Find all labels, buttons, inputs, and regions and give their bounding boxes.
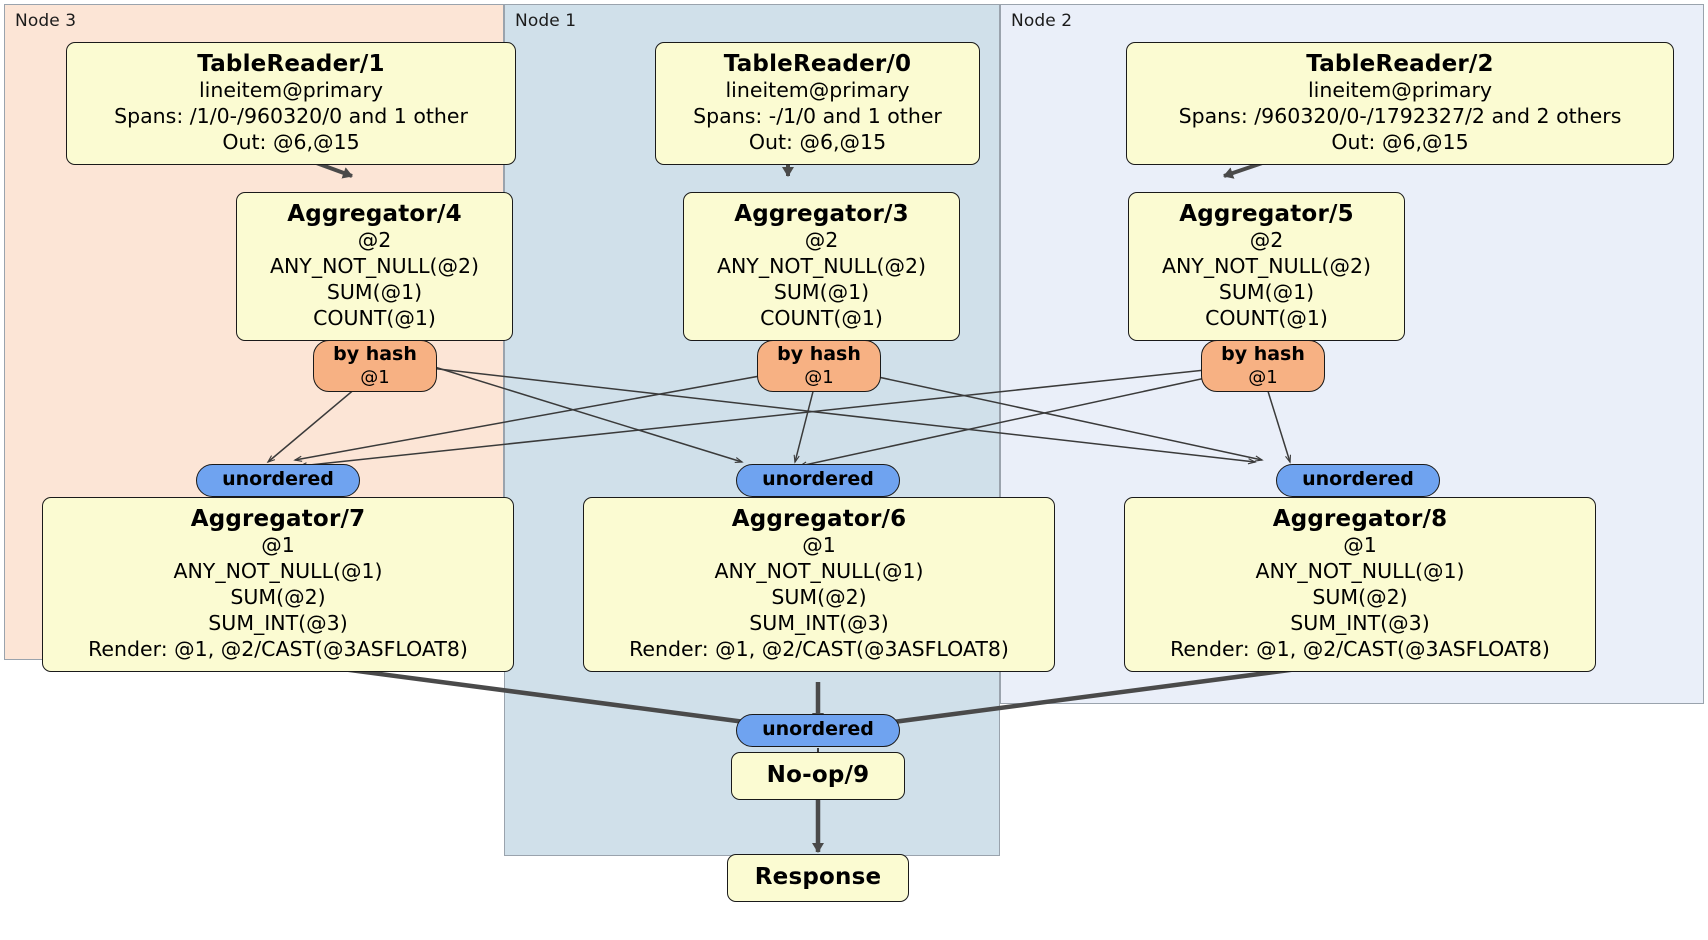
synchronizer-unordered-left[interactable]: unordered: [196, 464, 360, 497]
router-label: by hash: [1221, 343, 1305, 365]
synchronizer-label: unordered: [762, 468, 874, 490]
router-label: by hash: [333, 343, 417, 365]
processor-out: Out: @6,@15: [222, 129, 360, 154]
processor-agg-3: SUM_INT(@3): [1290, 610, 1430, 635]
processor-title: Aggregator/3: [734, 201, 909, 227]
processor-title: Aggregator/4: [287, 201, 462, 227]
processor-out: Out: @6,@15: [748, 129, 887, 154]
processor-title: TableReader/2: [1306, 51, 1494, 77]
processor-render: Render: @1, @2/CAST(@3ASFLOAT8): [629, 636, 1009, 661]
processor-response[interactable]: Response: [727, 854, 909, 902]
processor-title: TableReader/0: [723, 51, 912, 77]
synchronizer-label: unordered: [1302, 468, 1414, 490]
processor-group-key: @2: [1249, 228, 1284, 253]
router-column: @1: [1248, 366, 1278, 388]
processor-title: Aggregator/7: [190, 506, 366, 532]
processor-agg-1: ANY_NOT_NULL(@1): [1255, 558, 1465, 583]
processor-agg-1: ANY_NOT_NULL(@1): [173, 558, 383, 583]
processor-spans: Spans: -/1/0 and 1 other: [693, 103, 942, 128]
hash-router-middle[interactable]: by hash @1: [757, 340, 881, 393]
processor-title: Aggregator/5: [1179, 201, 1354, 227]
processor-render: Render: @1, @2/CAST(@3ASFLOAT8): [1170, 636, 1550, 661]
processor-agg-2: SUM(@2): [1312, 584, 1408, 609]
processor-group-key: @2: [804, 228, 839, 253]
synchronizer-label: unordered: [222, 468, 334, 490]
processor-agg-3: SUM_INT(@3): [208, 610, 348, 635]
router-column: @1: [804, 366, 834, 388]
hash-router-left[interactable]: by hash @1: [313, 340, 437, 393]
processor-table: lineitem@primary: [725, 78, 910, 103]
processor-agg-2: SUM(@2): [230, 584, 326, 609]
processor-group-key: @1: [802, 533, 836, 558]
processor-title: Response: [754, 864, 882, 891]
processor-agg-2: SUM(@1): [326, 279, 423, 304]
processor-agg-1: ANY_NOT_NULL(@2): [716, 253, 927, 278]
processor-agg-1: ANY_NOT_NULL(@2): [269, 253, 480, 278]
processor-spans: Spans: /1/0-/960320/0 and 1 other: [114, 103, 468, 128]
processor-title: Aggregator/6: [731, 506, 907, 532]
node-panel-label-node3: Node 3: [15, 11, 77, 31]
processor-agg-2: SUM(@1): [773, 279, 870, 304]
processor-agg-2: SUM(@1): [1218, 279, 1315, 304]
processor-agg-1: ANY_NOT_NULL(@2): [1161, 253, 1372, 278]
processor-aggregator-7[interactable]: Aggregator/7 @1 ANY_NOT_NULL(@1) SUM(@2)…: [42, 497, 514, 672]
processor-title: Aggregator/8: [1272, 506, 1448, 532]
processor-tablereader-1[interactable]: TableReader/1 lineitem@primary Spans: /1…: [66, 42, 516, 165]
processor-group-key: @1: [261, 533, 295, 558]
processor-agg-3: COUNT(@1): [760, 305, 883, 330]
processor-tablereader-2[interactable]: TableReader/2 lineitem@primary Spans: /9…: [1126, 42, 1674, 165]
processor-title: No-op/9: [766, 762, 870, 789]
processor-agg-3: COUNT(@1): [313, 305, 436, 330]
router-label: by hash: [777, 343, 861, 365]
processor-table: lineitem@primary: [1307, 78, 1493, 103]
processor-aggregator-6[interactable]: Aggregator/6 @1 ANY_NOT_NULL(@1) SUM(@2)…: [583, 497, 1055, 672]
processor-agg-2: SUM(@2): [771, 584, 867, 609]
processor-aggregator-4[interactable]: Aggregator/4 @2 ANY_NOT_NULL(@2) SUM(@1)…: [236, 192, 513, 341]
synchronizer-unordered-final[interactable]: unordered: [736, 714, 900, 747]
processor-group-key: @1: [1343, 533, 1377, 558]
synchronizer-label: unordered: [762, 718, 874, 740]
processor-group-key: @2: [357, 228, 392, 253]
node-panel-label-node2: Node 2: [1011, 11, 1073, 31]
processor-noop-9[interactable]: No-op/9: [731, 752, 905, 800]
processor-title: TableReader/1: [197, 51, 385, 77]
processor-agg-3: COUNT(@1): [1205, 305, 1328, 330]
processor-spans: Spans: /960320/0-/1792327/2 and 2 others: [1178, 103, 1622, 128]
synchronizer-unordered-right[interactable]: unordered: [1276, 464, 1440, 497]
processor-render: Render: @1, @2/CAST(@3ASFLOAT8): [88, 636, 468, 661]
hash-router-right[interactable]: by hash @1: [1201, 340, 1325, 393]
processor-aggregator-8[interactable]: Aggregator/8 @1 ANY_NOT_NULL(@1) SUM(@2)…: [1124, 497, 1596, 672]
processor-aggregator-3[interactable]: Aggregator/3 @2 ANY_NOT_NULL(@2) SUM(@1)…: [683, 192, 960, 341]
processor-table: lineitem@primary: [198, 78, 384, 103]
processor-tablereader-0[interactable]: TableReader/0 lineitem@primary Spans: -/…: [655, 42, 980, 165]
node-panel-label-node1: Node 1: [515, 11, 577, 31]
processor-aggregator-5[interactable]: Aggregator/5 @2 ANY_NOT_NULL(@2) SUM(@1)…: [1128, 192, 1405, 341]
synchronizer-unordered-middle[interactable]: unordered: [736, 464, 900, 497]
router-column: @1: [360, 366, 390, 388]
processor-out: Out: @6,@15: [1331, 129, 1469, 154]
processor-agg-1: ANY_NOT_NULL(@1): [714, 558, 924, 583]
processor-agg-3: SUM_INT(@3): [749, 610, 889, 635]
